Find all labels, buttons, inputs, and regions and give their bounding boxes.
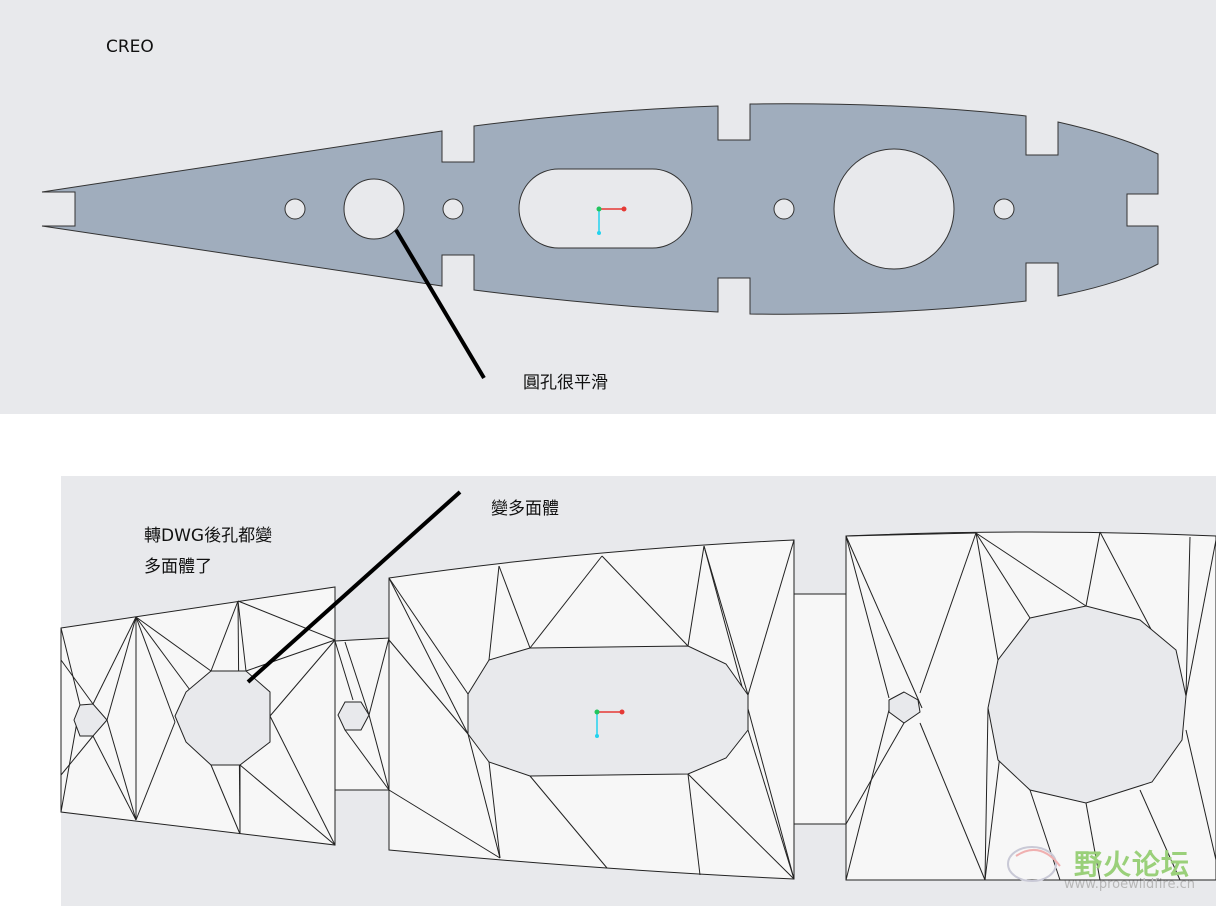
polygon-slot: [467, 645, 749, 777]
watermark-name: 野火论坛: [1074, 848, 1191, 881]
watermark-logo-icon: [1007, 846, 1061, 882]
callout-leader: [394, 228, 486, 380]
polygon-hole: [73, 703, 108, 737]
coordinate-axis-icon: [594, 709, 625, 738]
callout-leader: [246, 490, 462, 684]
large-hole: [833, 148, 955, 270]
watermark-url: www.proewildfire.cn: [1064, 877, 1195, 892]
creo-part: [41, 103, 1159, 380]
software-label: CREO: [106, 37, 154, 57]
dwg-callout-line-2: 多面體了: [144, 557, 212, 577]
polygon-hole: [888, 691, 921, 724]
mesh-triangulation: [60, 531, 1216, 881]
polygon-hole: [174, 670, 271, 766]
coordinate-axis-icon: [596, 206, 627, 235]
small-hole: [284, 198, 306, 220]
polygon-hole: [337, 701, 370, 731]
polygon-hole: [987, 605, 1187, 804]
dwg-holes: [73, 605, 1187, 804]
round-hole: [343, 178, 405, 240]
small-hole: [442, 198, 464, 220]
small-hole: [773, 198, 795, 220]
small-hole: [993, 198, 1015, 220]
smooth-hole-callout: 圓孔很平滑: [523, 373, 608, 393]
dwg-callout-line-1: 轉DWG後孔都變: [144, 526, 273, 546]
polygon-callout: 變多面體: [491, 499, 559, 519]
